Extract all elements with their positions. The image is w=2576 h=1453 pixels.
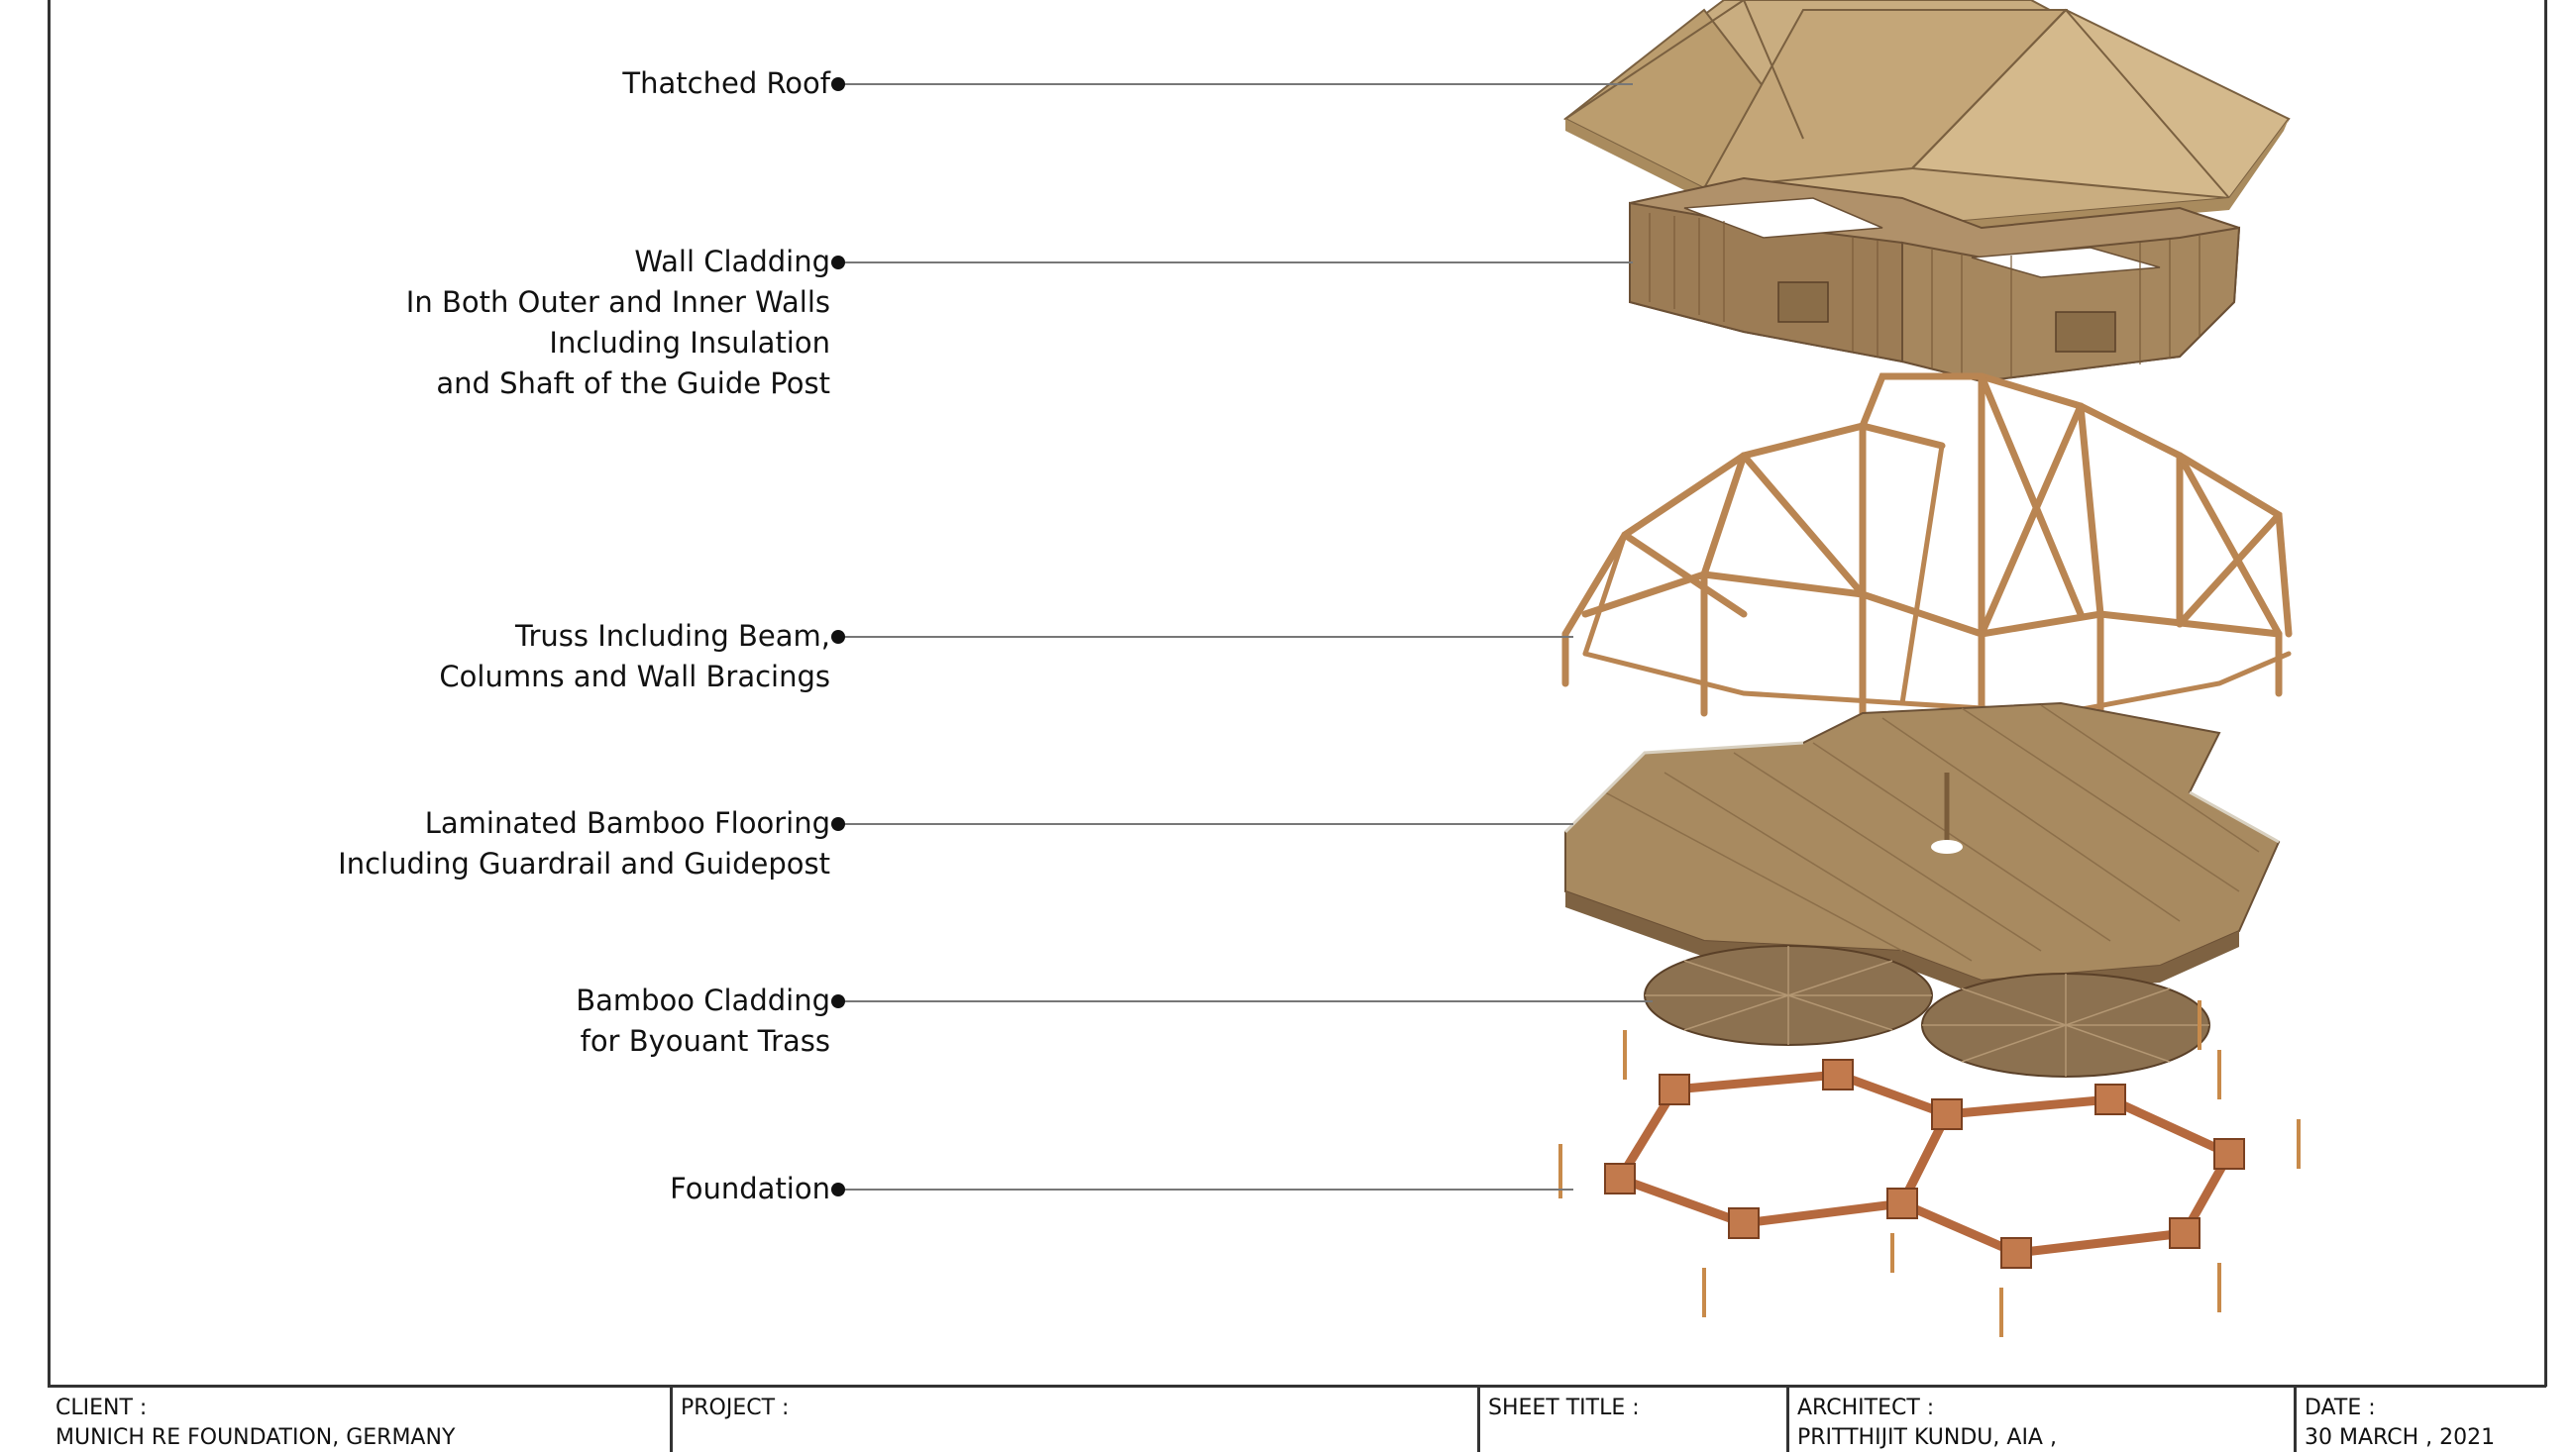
leader-line-flooring xyxy=(840,823,1573,825)
label-bamboo-cladding: Bamboo Cladding for Byouant Trass xyxy=(576,981,830,1062)
leader-dot-thatched-roof xyxy=(831,77,845,91)
project-label: PROJECT : xyxy=(681,1396,790,1420)
label-thatched-roof: Thatched Roof xyxy=(622,63,830,104)
date-value: 30 MARCH , 2021 xyxy=(2305,1425,2496,1450)
bamboo-cladding-layer xyxy=(1644,945,2210,1078)
label-line: Including Guardrail and Guidepost xyxy=(338,847,830,881)
wall-cladding-layer xyxy=(1629,176,2241,383)
label-line: Including Insulation xyxy=(549,326,830,360)
label-line: Truss Including Beam, xyxy=(515,619,830,653)
leader-line-thatched-roof xyxy=(840,83,1633,85)
leader-dot-wall-cladding xyxy=(831,256,845,269)
title-block-date: DATE : 30 MARCH , 2021 xyxy=(2294,1388,2546,1452)
label-wall-cladding: Wall Cladding In Both Outer and Inner Wa… xyxy=(406,242,830,404)
label-line: and Shaft of the Guide Post xyxy=(436,366,830,400)
client-label: CLIENT : xyxy=(55,1396,148,1420)
sheet-border-right xyxy=(2544,0,2547,1387)
leader-dot-truss xyxy=(831,630,845,644)
label-line: In Both Outer and Inner Walls xyxy=(405,285,830,319)
leader-dot-flooring xyxy=(831,817,845,831)
exploded-axonometric-drawing xyxy=(1558,0,2301,1337)
label-line: Bamboo Cladding xyxy=(576,984,830,1017)
label-truss: Truss Including Beam, Columns and Wall B… xyxy=(439,616,830,697)
flooring-layer xyxy=(1563,701,2281,996)
label-line: Foundation xyxy=(670,1172,830,1205)
title-block-architect: ARCHITECT : PRITTHIJIT KUNDU, AIA , xyxy=(1786,1388,2294,1452)
truss-layer xyxy=(1561,372,2293,737)
title-block: CLIENT : MUNICH RE FOUNDATION, GERMANY P… xyxy=(48,1385,2546,1452)
label-line: Laminated Bamboo Flooring xyxy=(424,806,830,840)
sheet-title-label: SHEET TITLE : xyxy=(1488,1396,1640,1420)
title-block-client: CLIENT : MUNICH RE FOUNDATION, GERMANY xyxy=(48,1388,670,1452)
architect-label: ARCHITECT : xyxy=(1797,1396,1935,1420)
label-line: Columns and Wall Bracings xyxy=(439,660,830,693)
leader-line-bamboo-cladding xyxy=(840,1000,1653,1002)
leader-line-truss xyxy=(840,636,1573,638)
label-foundation: Foundation xyxy=(670,1169,830,1209)
label-line: for Byouant Trass xyxy=(580,1024,830,1058)
label-line: Wall Cladding xyxy=(634,245,830,278)
client-value: MUNICH RE FOUNDATION, GERMANY xyxy=(55,1425,456,1450)
leader-line-wall-cladding xyxy=(840,261,1633,263)
thatched-roof-layer xyxy=(1563,0,2291,240)
leader-dot-bamboo-cladding xyxy=(831,994,845,1008)
architect-value: PRITTHIJIT KUNDU, AIA , xyxy=(1797,1425,2057,1450)
sheet-border-left xyxy=(48,0,51,1387)
leader-line-foundation xyxy=(840,1189,1573,1191)
label-line: Thatched Roof xyxy=(622,66,830,100)
leader-dot-foundation xyxy=(831,1183,845,1196)
title-block-sheet-title: SHEET TITLE : xyxy=(1477,1388,1786,1452)
label-flooring: Laminated Bamboo Flooring Including Guar… xyxy=(338,803,830,884)
title-block-project: PROJECT : xyxy=(670,1388,1477,1452)
date-label: DATE : xyxy=(2305,1396,2376,1420)
